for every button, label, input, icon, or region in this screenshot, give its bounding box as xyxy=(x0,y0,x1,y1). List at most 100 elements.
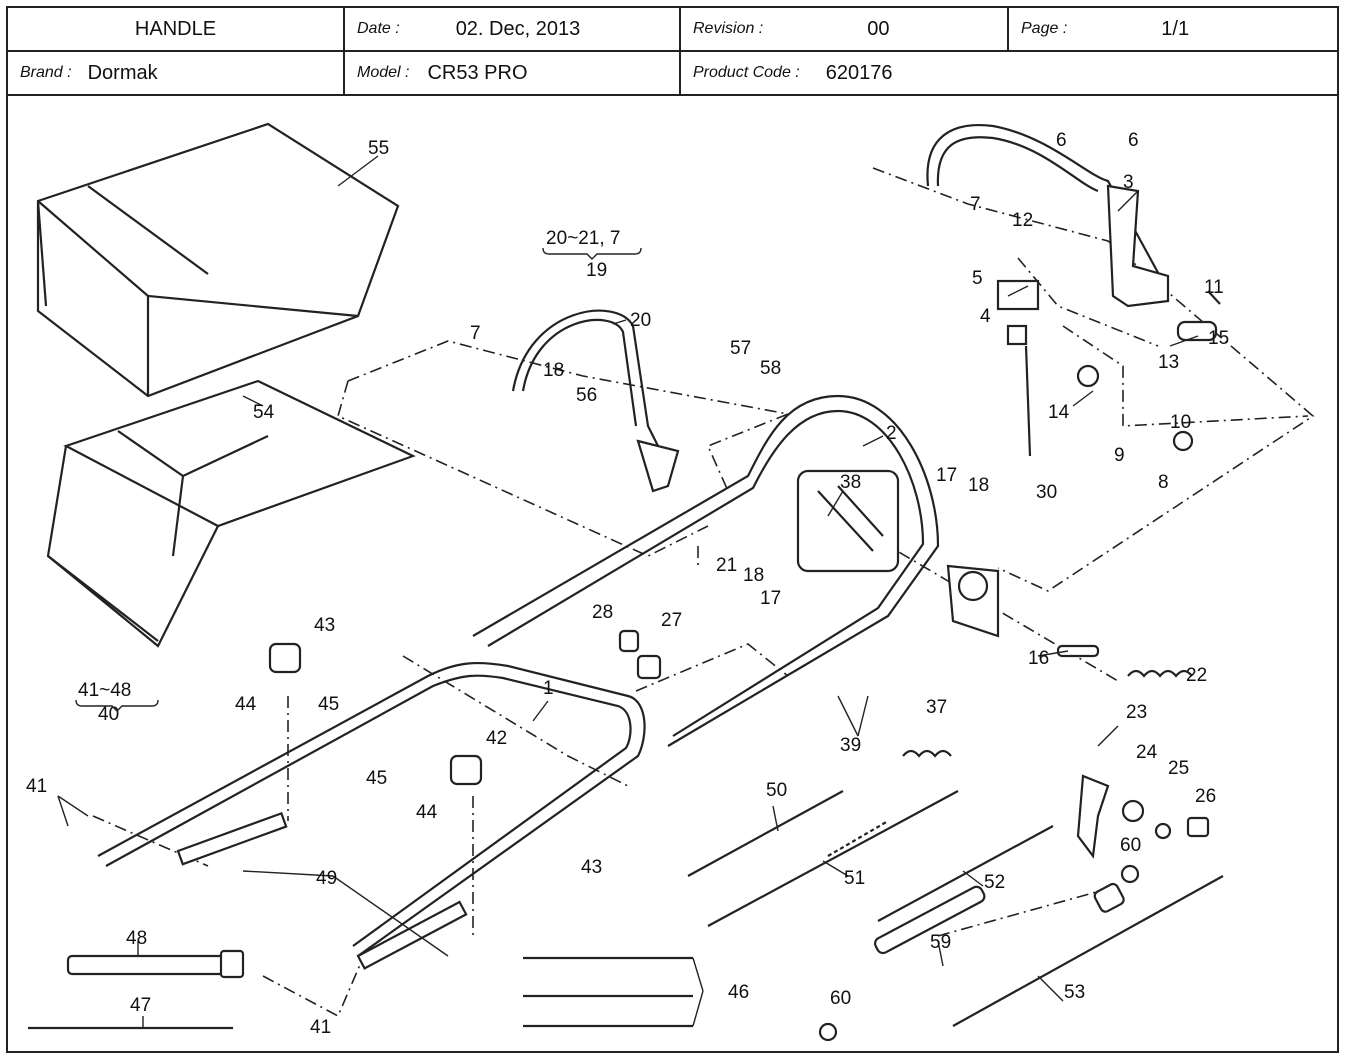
callout-28: 28 xyxy=(592,602,613,623)
callout-44b: 44 xyxy=(416,802,438,823)
callout-24: 24 xyxy=(1136,742,1158,763)
callout-43b: 43 xyxy=(581,857,602,878)
callout-52: 52 xyxy=(984,872,1005,893)
page-label: Page : xyxy=(1021,20,1068,37)
callout-20: 20 xyxy=(630,310,651,331)
callout-45b: 45 xyxy=(366,768,387,789)
header-row-2: Brand : Dormak Model : CR53 PRO Product … xyxy=(8,52,1337,96)
callout-42: 42 xyxy=(486,728,507,749)
handle-knob-parts xyxy=(268,642,483,786)
callout-2: 2 xyxy=(886,423,897,444)
product-code-cell: Product Code : 620176 xyxy=(681,52,1337,94)
callout-16: 16 xyxy=(1028,648,1049,669)
callout-13: 13 xyxy=(1158,352,1179,373)
callout-45a: 45 xyxy=(318,694,339,715)
callout-60a: 60 xyxy=(1120,835,1141,856)
date-cell: Date : 02. Dec, 2013 xyxy=(345,8,681,50)
callout-18c: 18 xyxy=(743,565,764,586)
parts-sheet: HANDLE Date : 02. Dec, 2013 Revision : 0… xyxy=(6,6,1339,1053)
callout-60b: 60 xyxy=(830,988,851,1009)
callout-22: 22 xyxy=(1186,665,1207,686)
header-row-1: HANDLE Date : 02. Dec, 2013 Revision : 0… xyxy=(8,8,1337,52)
callout-59: 59 xyxy=(930,932,951,953)
callout-53: 53 xyxy=(1064,982,1085,1003)
callout-49: 49 xyxy=(316,868,337,889)
model-cell: Model : CR53 PRO xyxy=(345,52,681,94)
catcher-frame-part xyxy=(46,379,416,648)
title-cell: HANDLE xyxy=(8,8,345,50)
callout-14: 14 xyxy=(1048,402,1070,423)
callout-41b: 41 xyxy=(310,1017,331,1038)
callout-30: 30 xyxy=(1036,482,1057,503)
callout-4: 4 xyxy=(980,306,991,327)
bail-lever-part xyxy=(511,309,680,493)
revision-value: 00 xyxy=(867,17,890,40)
group-braces xyxy=(75,247,642,712)
callout-27: 27 xyxy=(661,610,682,631)
callout-37: 37 xyxy=(926,697,947,718)
callout-17: 17 xyxy=(936,465,957,486)
callout-41a: 41 xyxy=(26,776,47,797)
product-code-label: Product Code : xyxy=(693,64,800,81)
callout-58: 58 xyxy=(760,358,781,379)
brand-value: Dormak xyxy=(87,61,158,84)
callout-55: 55 xyxy=(368,138,389,159)
callout-1: 1 xyxy=(543,678,554,699)
revision-cell: Revision : 00 xyxy=(681,8,1009,50)
callout-10: 10 xyxy=(1170,412,1191,433)
callout-54: 54 xyxy=(253,402,275,423)
callout-6b: 6 xyxy=(1128,130,1139,151)
callout-56: 56 xyxy=(576,385,597,406)
callout-44a: 44 xyxy=(235,694,257,715)
callout-48: 48 xyxy=(126,928,147,949)
callout-25: 25 xyxy=(1168,758,1189,779)
callout-18: 18 xyxy=(543,360,564,381)
callout-57: 57 xyxy=(730,338,751,359)
callout-17b: 17 xyxy=(760,588,781,609)
page-cell: Page : 1/1 xyxy=(1009,8,1337,50)
callout-26: 26 xyxy=(1195,786,1216,807)
callout-7b: 7 xyxy=(970,194,981,215)
date-value: 02. Dec, 2013 xyxy=(455,17,581,40)
callout-20-21-7: 20~21, 7 xyxy=(546,228,621,249)
callout-19: 19 xyxy=(586,260,607,281)
date-label: Date : xyxy=(357,20,400,37)
callout-15: 15 xyxy=(1208,328,1229,349)
callout-3: 3 xyxy=(1123,172,1134,193)
top-bail-part xyxy=(926,124,1221,602)
callout-39: 39 xyxy=(840,735,861,756)
cable-parts xyxy=(28,790,1224,1030)
callout-38: 38 xyxy=(840,472,861,493)
callout-21: 21 xyxy=(716,555,737,576)
brand-cell: Brand : Dormak xyxy=(8,52,345,94)
callout-labels: 55 54 20~21, 7 19 20 7 18 56 57 58 2 38 … xyxy=(26,130,1229,1038)
brand-label: Brand : xyxy=(20,64,72,81)
callout-leader-lines xyxy=(57,155,1199,1028)
product-code-value: 620176 xyxy=(825,61,893,84)
callout-40: 40 xyxy=(98,704,119,725)
spring-parts xyxy=(618,629,1210,1042)
page-value: 1/1 xyxy=(1161,17,1190,40)
callout-9: 9 xyxy=(1114,445,1125,466)
callout-43a: 43 xyxy=(314,615,335,636)
callout-5: 5 xyxy=(972,268,983,289)
callout-23: 23 xyxy=(1126,702,1147,723)
callout-12: 12 xyxy=(1012,210,1033,231)
callout-11: 11 xyxy=(1204,277,1224,298)
callout-18b: 18 xyxy=(968,475,989,496)
callout-8: 8 xyxy=(1158,472,1169,493)
model-label: Model : xyxy=(357,64,410,81)
callout-50: 50 xyxy=(766,780,787,801)
callout-7: 7 xyxy=(470,323,481,344)
exploded-parts-diagram: 55 54 20~21, 7 19 20 7 18 56 57 58 2 38 … xyxy=(26,122,1315,1042)
callout-51: 51 xyxy=(844,868,865,889)
grass-bag-part xyxy=(36,122,400,398)
callout-6a: 6 xyxy=(1056,130,1067,151)
lower-handle-part xyxy=(97,661,646,970)
callout-47: 47 xyxy=(130,995,151,1016)
sheet-title: HANDLE xyxy=(134,17,217,40)
callout-46: 46 xyxy=(728,982,749,1003)
revision-label: Revision : xyxy=(693,20,764,37)
model-value: CR53 PRO xyxy=(427,61,528,84)
callout-41-48: 41~48 xyxy=(78,680,131,701)
